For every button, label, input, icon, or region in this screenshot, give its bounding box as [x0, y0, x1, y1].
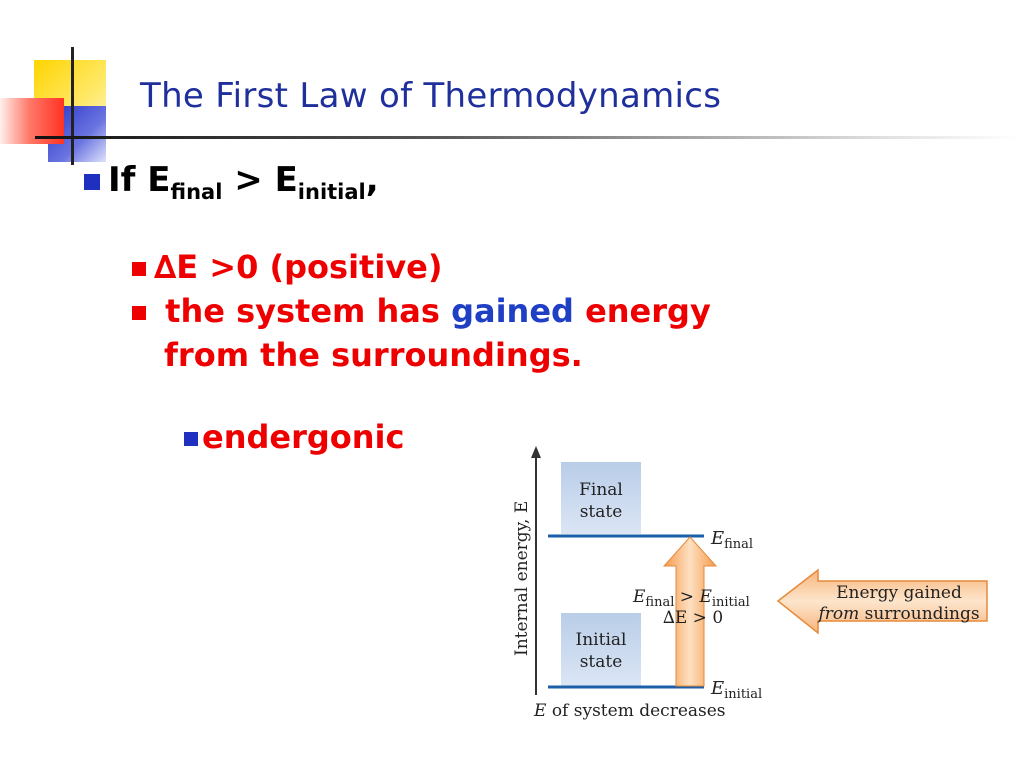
initial-state-box	[561, 613, 641, 686]
e-final-label: Efinal	[710, 528, 753, 552]
delta-bullet: ∆E >0 (positive)	[132, 248, 443, 286]
arrow-label-line2: from surroundings	[816, 604, 979, 624]
bullet-square-icon	[84, 173, 100, 190]
gained-word: gained	[451, 292, 574, 330]
gained-text-c: energy	[573, 292, 711, 330]
gained-text-a: the system has	[154, 292, 452, 330]
condition-suffix: ,	[365, 160, 379, 200]
condition-sub-initial: initial	[297, 180, 366, 204]
energy-gained-arrow-icon	[776, 568, 988, 635]
condition-line: If Efinal > Einitial,	[84, 160, 379, 204]
initial-box-line2: state	[580, 652, 623, 672]
arrow-label-line1: Energy gained	[836, 583, 962, 603]
gained-bullet: the system has gained energy	[132, 292, 711, 330]
title-rule	[35, 136, 1020, 139]
delta-text: ∆E >0 (positive)	[154, 248, 443, 286]
gained-bullet-line2: from the surroundings.	[164, 336, 583, 374]
energy-diagram: Internal energy, E Final state Initial s…	[512, 446, 988, 721]
bullet-square-icon	[132, 262, 146, 276]
y-axis-arrowhead-icon	[531, 446, 541, 458]
endergonic-text: endergonic	[202, 418, 405, 456]
final-state-box	[561, 462, 641, 534]
delta-e-label: ∆E > 0	[663, 608, 723, 628]
condition-mid: > E	[222, 160, 298, 200]
energy-increase-arrow-icon	[662, 536, 718, 687]
bullet-square-icon	[184, 432, 198, 446]
compare-label: Efinal > Einitial	[632, 587, 750, 610]
bullet-square-icon	[132, 306, 146, 320]
final-box-line2: state	[580, 502, 623, 522]
slide-title: The First Law of Thermodynamics	[140, 76, 722, 116]
final-box-line1: Final	[579, 480, 623, 500]
condition-sub-final: final	[170, 180, 223, 204]
deco-vertical-line	[71, 47, 74, 165]
y-axis-label: Internal energy, E	[512, 501, 532, 656]
e-initial-label: Einitial	[710, 678, 762, 702]
initial-box-line1: Initial	[576, 630, 627, 650]
condition-prefix: If E	[108, 160, 171, 200]
endergonic-bullet: endergonic	[184, 418, 404, 456]
bottom-caption: E of system decreases	[533, 701, 726, 721]
